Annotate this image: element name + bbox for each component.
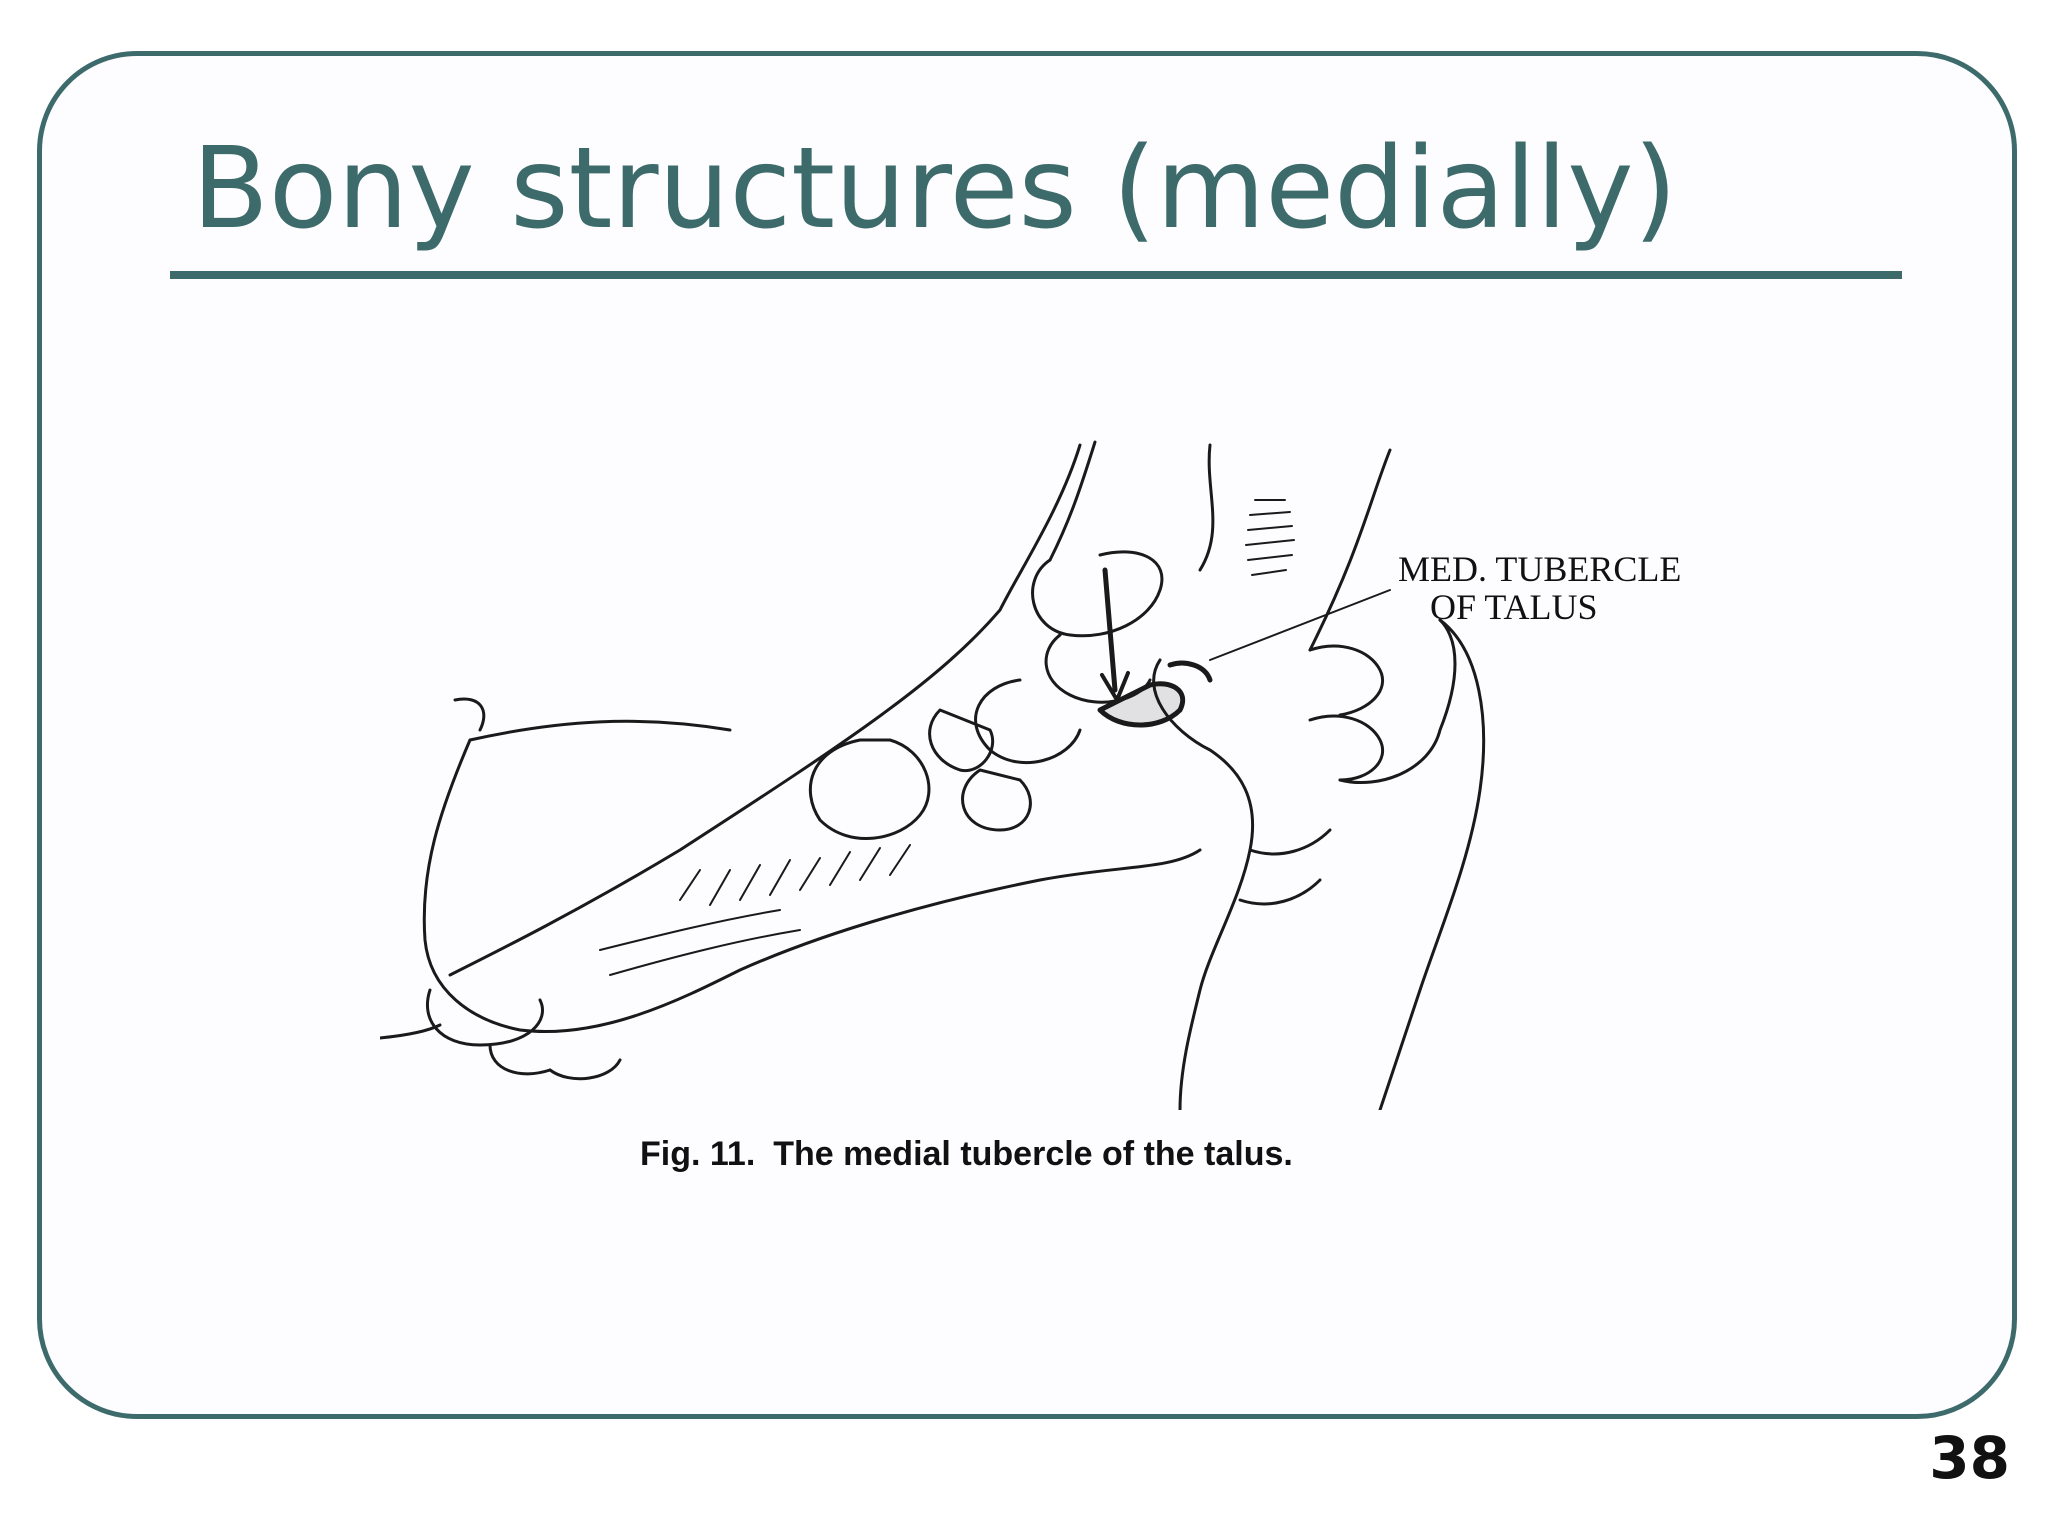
figure-annotation-line-1: MED. TUBERCLE	[1398, 549, 1682, 589]
figure-annotation-line-2: OF TALUS	[1430, 587, 1598, 627]
anatomy-figure: MED. TUBERCLE OF TALUS Fig. 11. The media…	[380, 430, 1700, 1220]
title-divider	[170, 271, 1902, 279]
slide-frame	[37, 51, 2017, 1419]
foot-ankle-drawing	[380, 440, 1486, 1110]
page-number: 38	[1929, 1424, 2010, 1492]
figure-caption: Fig. 11. The medial tubercle of the talus…	[640, 1135, 1293, 1174]
figure-caption-number: Fig. 11.	[640, 1135, 756, 1173]
figure-caption-text: The medial tubercle of the talus.	[773, 1135, 1293, 1173]
slide-title: Bony structures (medially)	[192, 124, 1678, 254]
